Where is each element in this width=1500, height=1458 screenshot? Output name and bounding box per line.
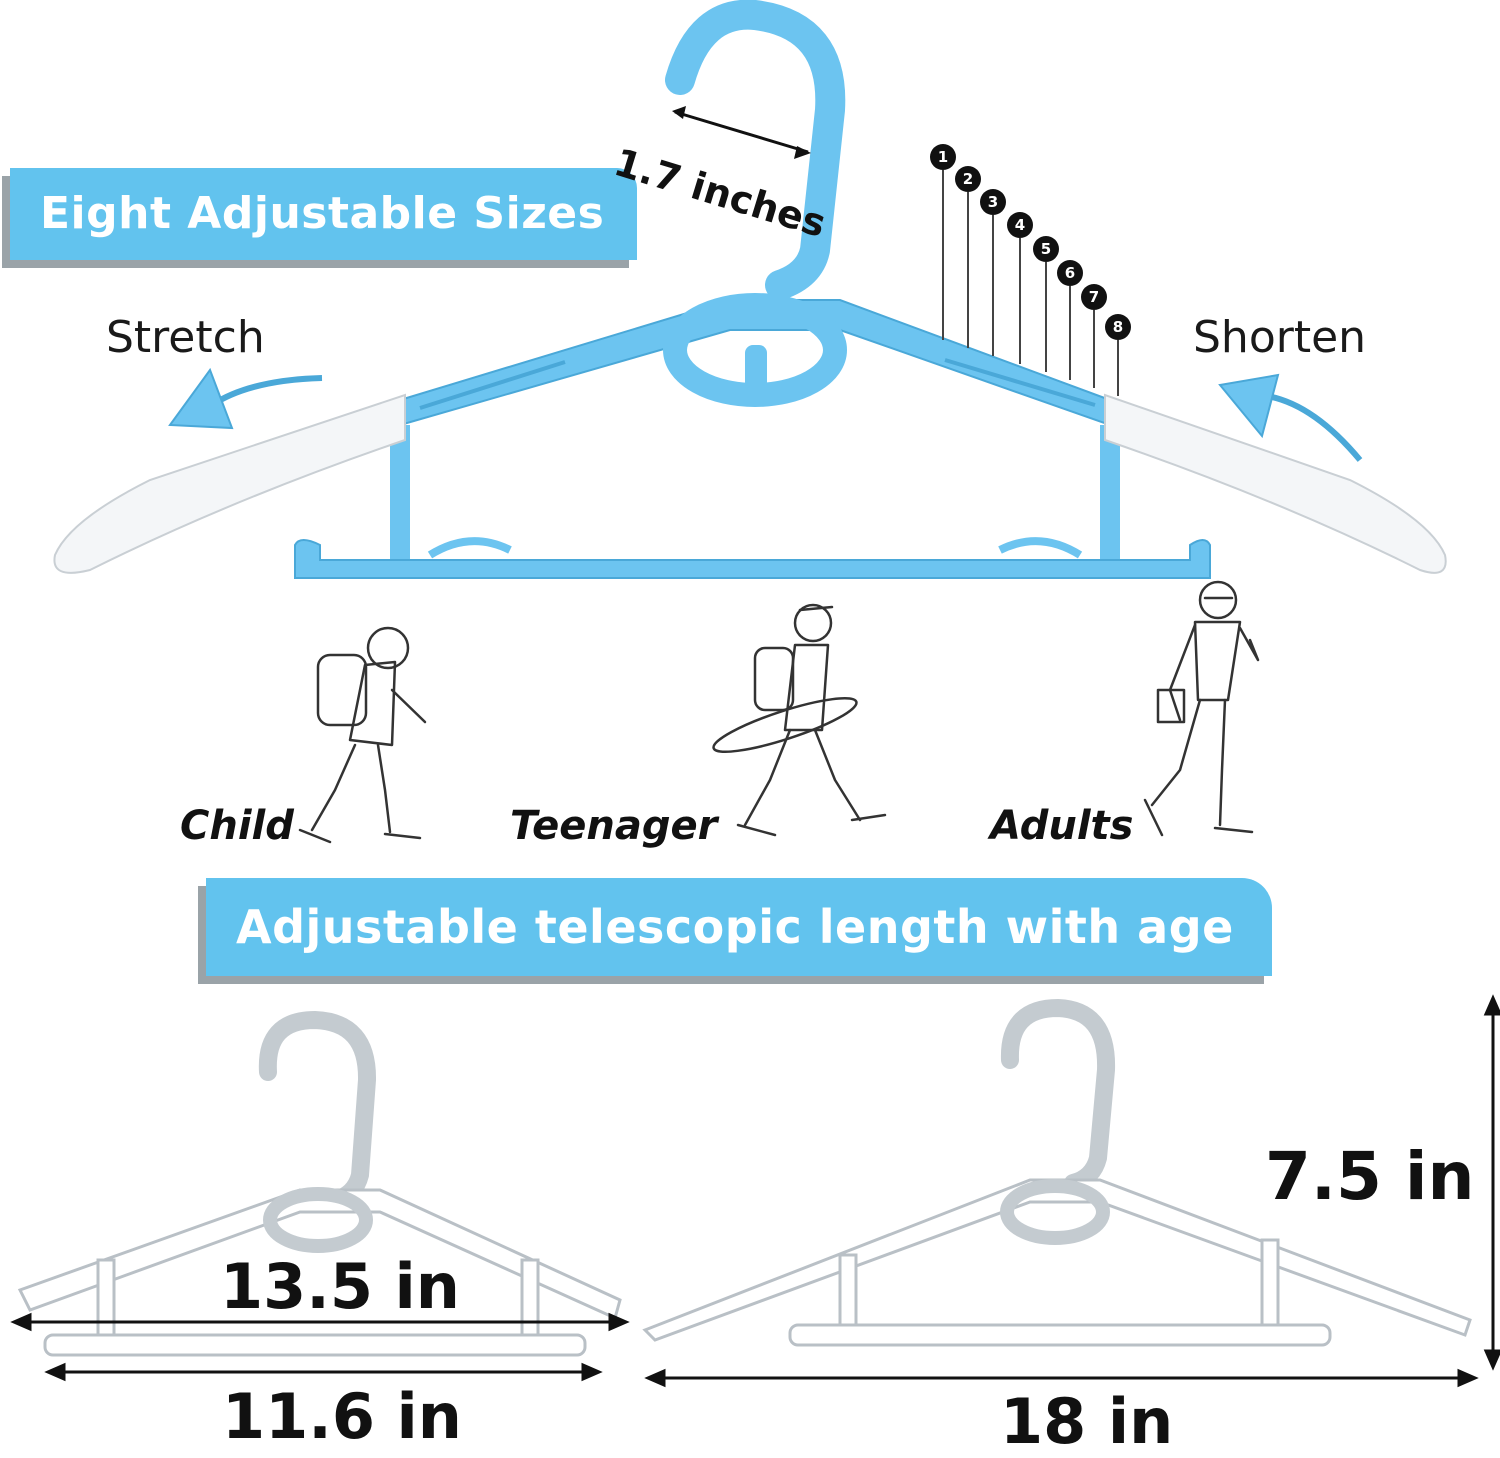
size-marker-2: 2 (955, 166, 981, 192)
small-bar-dimension: 11.6 in (222, 1380, 462, 1453)
height-dimension: 7.5 in (1265, 1138, 1475, 1215)
sizes-banner: Eight Adjustable Sizes (10, 168, 637, 260)
teenager-label: Teenager (510, 803, 718, 849)
small-shoulder-dimension: 13.5 in (220, 1250, 460, 1323)
size-marker-8: 8 (1105, 314, 1131, 340)
adult-figure-icon (1143, 580, 1260, 837)
size-marker-4: 4 (1007, 212, 1033, 238)
size-marker-3: 3 (980, 189, 1006, 215)
blue-hanger (53, 0, 1447, 579)
adults-label: Adults (990, 803, 1134, 849)
stretch-arrow-icon (168, 367, 323, 430)
large-white-hanger (642, 998, 1472, 1347)
dimension-lines (10, 994, 1500, 1388)
child-figure-icon (298, 626, 427, 844)
telescopic-banner: Adjustable telescopic length with age (206, 878, 1272, 976)
teenager-figure-icon (712, 603, 887, 837)
large-width-dimension: 18 in (1000, 1385, 1174, 1458)
size-marker-7: 7 (1081, 284, 1107, 310)
hook-width-arrow (672, 106, 811, 159)
size-marker-1: 1 (930, 144, 956, 170)
stretch-label: Stretch (106, 312, 265, 363)
sizes-banner-text: Eight Adjustable Sizes (40, 188, 605, 239)
size-marker-5: 5 (1033, 236, 1059, 262)
small-white-hanger (17, 1010, 622, 1357)
size-marker-lines (942, 170, 1119, 396)
shorten-arrow-icon (1218, 373, 1363, 462)
telescopic-banner-text: Adjustable telescopic length with age (236, 900, 1234, 954)
shorten-label: Shorten (1193, 312, 1367, 363)
child-label: Child (180, 803, 294, 849)
size-marker-6: 6 (1057, 260, 1083, 286)
